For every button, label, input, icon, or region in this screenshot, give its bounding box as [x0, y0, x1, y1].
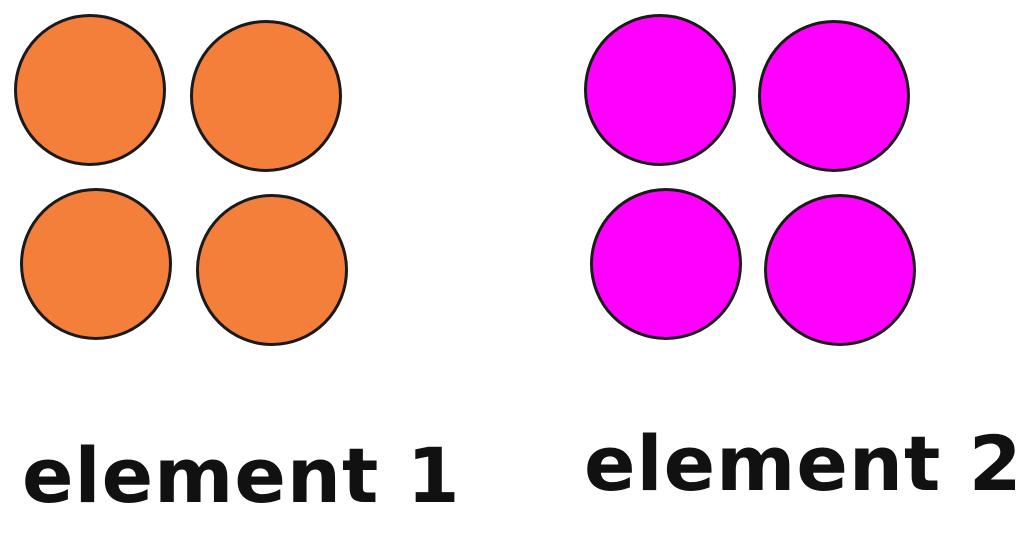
element-2-circle	[590, 188, 742, 340]
element-1-circle	[190, 20, 342, 172]
element-1-label: element 1	[22, 431, 461, 520]
element-1-circle	[20, 188, 172, 340]
element-2-circle	[758, 20, 910, 172]
element-1-circle	[196, 194, 348, 346]
element-2-label: element 2	[584, 419, 1023, 508]
element-2-circle	[764, 194, 916, 346]
element-1-circle	[14, 14, 166, 166]
element-2-circle	[584, 14, 736, 166]
element-2-group: element 2	[570, 0, 1022, 545]
element-1-group: element 1	[0, 0, 460, 545]
